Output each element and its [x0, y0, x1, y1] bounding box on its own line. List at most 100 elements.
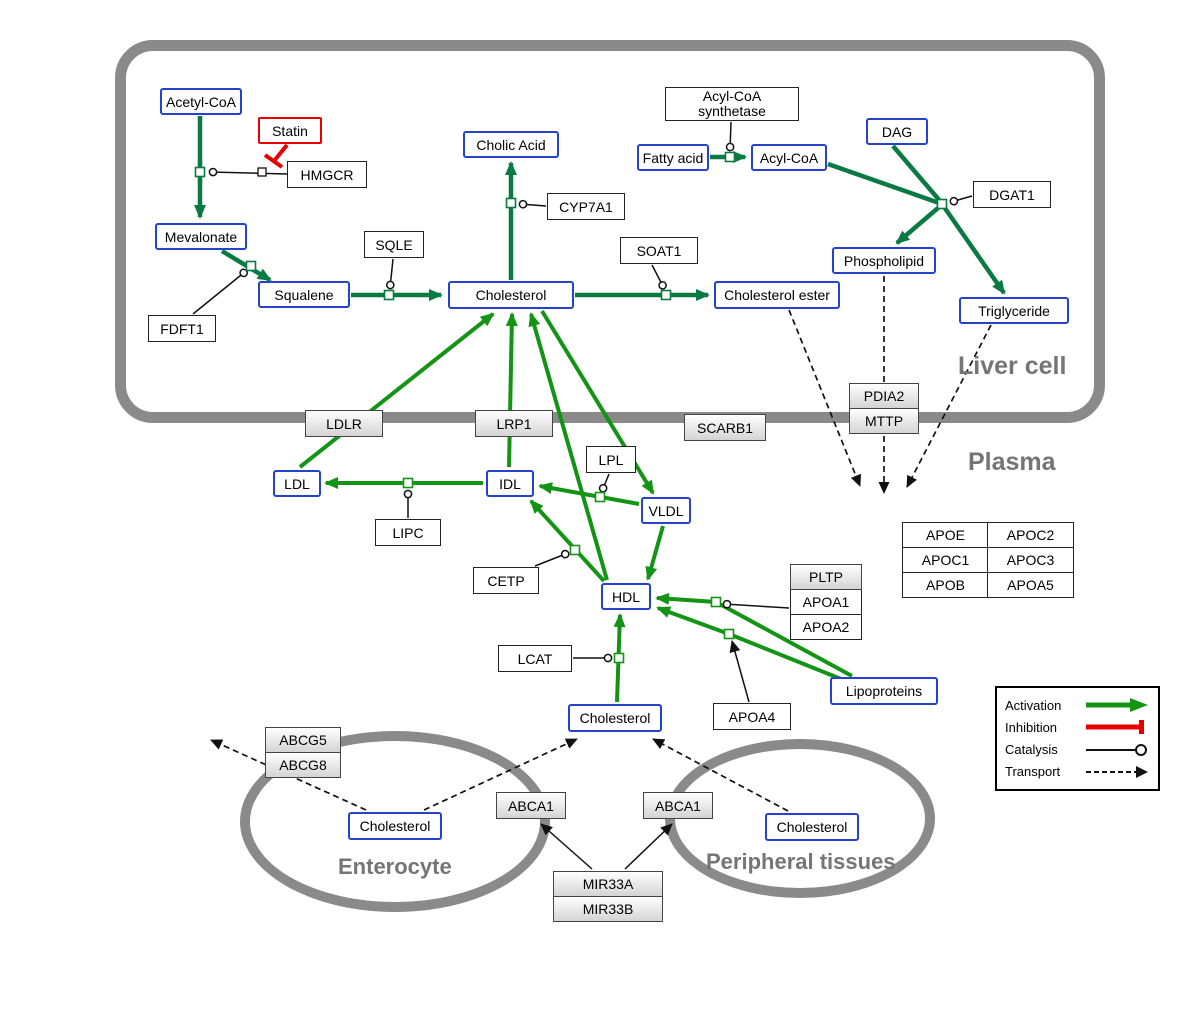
inhibition-junction-square [257, 167, 267, 177]
node-soat1[interactable]: SOAT1 [620, 237, 698, 264]
node-lpl[interactable]: LPL [586, 446, 636, 473]
node-vldl[interactable]: VLDL [641, 497, 691, 524]
node-abca1-left[interactable]: ABCA1 [496, 792, 566, 819]
inhibition-tbar [263, 153, 284, 169]
peripheral-tissues-label: Peripheral tissues [706, 849, 896, 874]
node-fdft1[interactable]: FDFT1 [148, 315, 216, 342]
legend-row-catalysis: Catalysis [1005, 742, 1150, 758]
node-abcg8[interactable]: ABCG8 [265, 752, 341, 778]
node-cholesterol-liver[interactable]: Cholesterol [448, 281, 574, 309]
catalysis-cyp7a1 [518, 199, 547, 209]
node-apoa4[interactable]: APOA4 [713, 703, 791, 730]
inhibition-tbar-icon [1086, 720, 1144, 735]
node-abca1-right[interactable]: ABCA1 [643, 792, 713, 819]
legend-row-transport: Transport [1005, 764, 1150, 780]
node-hmgcr[interactable]: HMGCR [287, 161, 367, 188]
activation-edges-plasma [298, 309, 867, 703]
node-lcat[interactable]: LCAT [498, 645, 572, 672]
apo-table-cell[interactable]: APOC1 [902, 547, 989, 574]
liver-cell-membrane [115, 40, 1105, 423]
edge-hdl-to-idl-cetp [529, 499, 606, 583]
node-sqle[interactable]: SQLE [364, 231, 424, 258]
catalysis-lpl [598, 473, 610, 493]
node-acyl-coa[interactable]: Acyl-CoA [751, 144, 827, 171]
node-fatty-acid[interactable]: Fatty acid [637, 144, 709, 171]
node-scarb1[interactable]: SCARB1 [684, 414, 766, 441]
edge-junction-to-phospholipid [895, 206, 940, 245]
legend-activation-label: Activation [1005, 697, 1062, 713]
node-statin[interactable]: Statin [258, 117, 322, 144]
catalysis-edges [192, 121, 973, 663]
edge-hdl-to-cholesterol [528, 312, 609, 581]
legend-transport-label: Transport [1005, 764, 1061, 780]
node-dag[interactable]: DAG [866, 118, 928, 145]
catalysis-sqle [385, 258, 395, 290]
node-cholesterol-plasma[interactable]: Cholesterol [568, 704, 662, 732]
black-arrow-edges [540, 640, 750, 870]
node-mir33a[interactable]: MIR33A [553, 871, 663, 897]
node-cholic-acid[interactable]: Cholic Acid [463, 131, 559, 158]
activation-arrow-icon [1086, 698, 1148, 713]
node-hdl[interactable]: HDL [601, 583, 651, 610]
node-ldl[interactable]: LDL [273, 470, 321, 497]
edge-vldl-to-idl [538, 482, 640, 506]
node-mttp[interactable]: MTTP [849, 408, 919, 434]
catalysis-cetp [534, 549, 570, 567]
node-pdia2[interactable]: PDIA2 [849, 383, 919, 409]
catalysis-pltp-apoa [722, 599, 790, 609]
node-cholesterol-enterocyte[interactable]: Cholesterol [348, 812, 442, 840]
node-mevalonate[interactable]: Mevalonate [155, 223, 247, 250]
node-cholesterol-ester[interactable]: Cholesterol ester [714, 281, 840, 309]
transport-enterocyte-cholesterol-abca1 [423, 738, 578, 811]
node-phospholipid[interactable]: Phospholipid [832, 247, 936, 274]
node-abcg5[interactable]: ABCG5 [265, 727, 341, 753]
node-apoa2[interactable]: APOA2 [790, 614, 862, 640]
acyl-coa-synthetase-line1: Acyl-CoA [702, 88, 762, 104]
catalysis-hmgcr [208, 167, 288, 177]
enterocyte-membrane [240, 731, 550, 912]
node-lipoproteins[interactable]: Lipoproteins [830, 677, 938, 705]
acyl-coa-synthetase-line2: synthetase [698, 103, 766, 119]
transport-cholesterolester-to-plasma [788, 309, 861, 487]
node-ldlr[interactable]: LDLR [305, 410, 383, 437]
node-dgat1[interactable]: DGAT1 [973, 181, 1051, 208]
transport-triglyceride-to-plasma [906, 324, 992, 488]
node-acetyl-coa[interactable]: Acetyl-CoA [160, 88, 242, 115]
node-mir33b[interactable]: MIR33B [553, 896, 663, 922]
catalysis-fdft1 [192, 268, 249, 315]
reaction-squares-liver [194, 151, 948, 301]
node-idl[interactable]: IDL [486, 470, 534, 497]
enterocyte-label: Enterocyte [338, 854, 452, 879]
node-pltp[interactable]: PLTP [790, 564, 862, 590]
apo-table-cell[interactable]: APOC3 [987, 547, 1074, 574]
apo-table-cell[interactable]: APOA5 [987, 571, 1074, 598]
node-squalene[interactable]: Squalene [258, 281, 350, 308]
edge-ldl-to-cholesterol [298, 312, 495, 469]
node-lrp1[interactable]: LRP1 [475, 410, 553, 437]
node-triglyceride[interactable]: Triglyceride [959, 297, 1069, 324]
node-cholesterol-peripheral[interactable]: Cholesterol [765, 813, 859, 841]
reaction-squares-plasma [402, 477, 735, 664]
apo-table-cell[interactable]: APOB [902, 571, 989, 598]
transport-peripheral-cholesterol-abca1 [652, 738, 789, 812]
inhibition-edge-statin [263, 143, 289, 169]
liver-cell-label: Liver cell [958, 352, 1067, 380]
node-apoa1[interactable]: APOA1 [790, 589, 862, 615]
edge-vldl-to-hdl [645, 525, 665, 581]
apo-table: APOE APOC2 APOC1 APOC3 APOB APOA5 [902, 522, 1074, 598]
catalysis-dgat1 [949, 195, 973, 206]
plasma-label: Plasma [968, 448, 1056, 476]
apo-table-cell[interactable]: APOC2 [987, 522, 1074, 549]
node-lipc[interactable]: LIPC [375, 519, 441, 546]
apo-table-cell[interactable]: APOE [902, 522, 989, 549]
edge-idl-to-cholesterol [505, 312, 518, 468]
node-cyp7a1[interactable]: CYP7A1 [547, 193, 625, 220]
node-acyl-coa-synthetase[interactable]: Acyl-CoA synthetase [665, 87, 799, 121]
legend-row-inhibition: Inhibition [1005, 719, 1150, 735]
transport-dashed-arrow-icon [1086, 765, 1148, 778]
legend-catalysis-label: Catalysis [1005, 742, 1058, 758]
arrow-apoa4 [729, 640, 750, 703]
node-cetp[interactable]: CETP [473, 567, 539, 594]
legend-box: Activation Inhibition Catalysis Transpor… [995, 686, 1160, 791]
